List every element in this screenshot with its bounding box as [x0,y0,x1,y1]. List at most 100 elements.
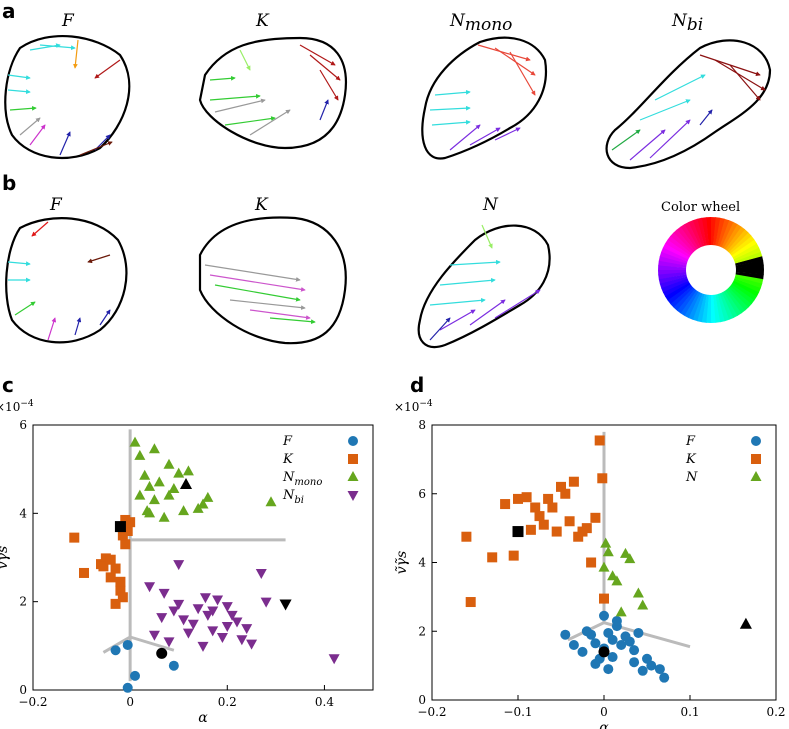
color-wheel-segment [658,256,687,266]
color-wheel-segment [659,276,688,289]
x-tick-label: 0.2 [766,705,785,719]
y-scale-exponent: −4 [419,399,433,409]
legend-name: K [282,452,294,467]
color-wheel-segment [684,291,701,319]
y-axis-label: ṽγ̃s [0,546,11,569]
data-point [144,507,156,518]
data-point [461,531,472,542]
data-point [590,638,601,649]
color-wheel-segment [658,274,687,285]
data-point [182,628,194,639]
color-wheel-segment [717,218,730,247]
data-point [637,665,648,676]
color-wheel-segment [664,239,691,258]
data-point [148,443,160,454]
data-point [178,505,190,516]
legend-marker [750,471,762,481]
color-wheel-segment [733,278,761,293]
data-point [216,633,228,643]
data-point [105,554,116,565]
legend-entry: K [685,452,697,467]
color-wheel-segment [727,287,749,311]
data-point [144,582,156,593]
data-point [246,639,258,650]
cell-outline-a-Nbi [605,39,772,170]
data-point [260,597,272,608]
legend-entry: F [282,434,293,449]
data-point [115,576,126,587]
y-scale-factor: ×10−4 [0,399,34,414]
data-point [599,593,609,604]
color-wheel-segment [733,247,761,262]
arrow-field-b-K [204,264,316,325]
data-point [500,499,511,510]
data-point [487,552,498,563]
y-tick-label: 6 [19,418,27,432]
data-point [163,637,175,648]
data-point [110,598,121,609]
data-point [534,511,545,522]
color-wheel-segment [726,229,749,253]
data-point [182,465,194,476]
legend-name: F [282,434,293,449]
data-point [79,567,89,578]
color-wheel-segment [658,272,687,280]
data-point [153,476,165,487]
panel-label-b: b [2,171,16,195]
color-wheel-segment [734,276,763,289]
color-wheel-segment [735,260,764,268]
data-point [556,481,566,492]
data-point [568,476,579,487]
arrow-field-a-Nbi [611,54,766,161]
data-point [581,626,592,637]
color-wheel-segment [728,285,752,308]
data-point [212,595,224,606]
x-tick-label: 0.2 [218,695,237,709]
legend-marker [347,491,359,501]
data-point [607,634,618,645]
y-scale-factor: ×10−4 [394,399,433,414]
data-point [624,553,636,564]
data-point [192,502,204,513]
color-wheel-segment [696,217,707,246]
data-point [236,635,248,646]
cell-outline-a-F [4,35,131,160]
data-point [158,511,170,522]
data-point [646,660,657,671]
panel-label-a: a [2,0,16,23]
data-point [105,572,116,583]
legend-marker [348,436,358,446]
data-point [226,610,238,621]
data-point [199,593,211,604]
data-point [231,617,243,628]
legend-marker [348,454,358,464]
data-point [597,473,608,484]
mean-point [114,521,126,533]
color-wheel-segment [701,217,709,246]
color-wheel-segment [710,217,716,246]
color-wheel-segment [676,226,697,251]
data-point [265,496,277,507]
data-point [629,645,640,656]
mean-point [739,617,752,629]
data-point [513,493,523,504]
color-wheel-segment [661,247,689,262]
data-point [163,489,175,500]
color-wheel-segment [715,217,725,246]
data-point [573,531,584,542]
legend-marker [751,436,761,446]
color-wheel-segment [734,251,763,264]
data-point [465,597,476,608]
data-point [637,599,649,610]
legend-marker [347,471,359,481]
data-point [173,560,185,571]
data-point [115,585,126,596]
legend-name: N [282,488,295,503]
panel-a-title-F: F [61,11,75,31]
color-wheel-segment [730,235,755,256]
color-wheel-label: Color wheel [661,200,740,215]
y-tick-label: 2 [418,624,426,638]
data-point [168,660,179,671]
